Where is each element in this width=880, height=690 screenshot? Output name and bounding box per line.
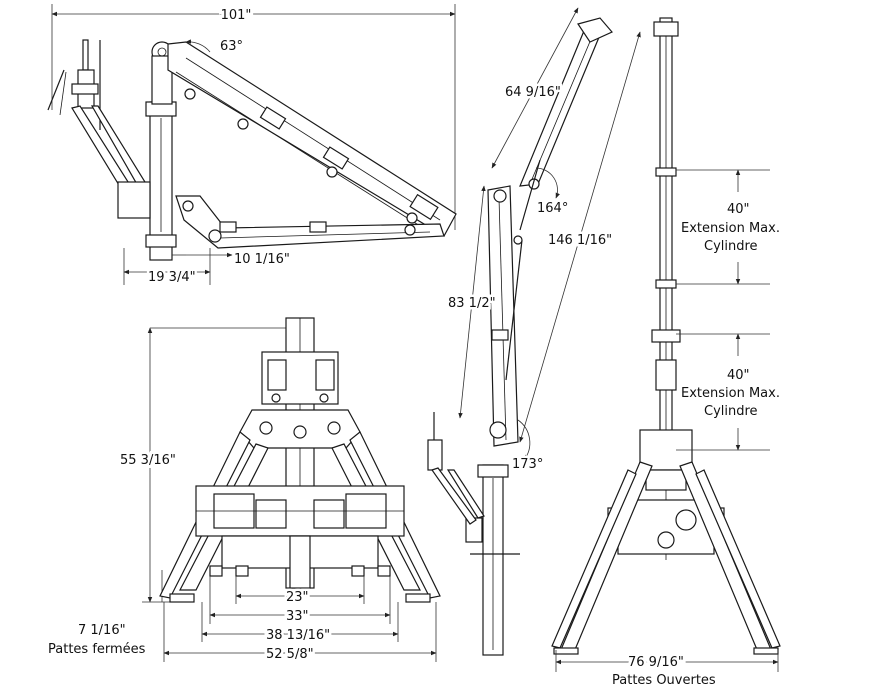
ext-boom-length-label: 83 1/2" xyxy=(448,296,496,311)
side-main-boom xyxy=(167,41,457,237)
side-overall-width-label: 101" xyxy=(221,8,252,23)
ext-total-length-label: 146 1/16" xyxy=(548,233,612,248)
front-width-mid-label: 33" xyxy=(286,609,309,624)
cyl-ext-1-label: Extension Max. xyxy=(681,221,780,236)
cyl-ext-1-value: 40" xyxy=(727,202,750,217)
front-legs-closed-height-label: 7 1/16" xyxy=(78,623,126,638)
cyl-ext-2-value: 40" xyxy=(727,368,750,383)
front-width-outer-label: 38 13/16" xyxy=(266,628,330,643)
side-base-width-label: 19 3/4" xyxy=(148,270,196,285)
cyl-ext-1-label2: Cylindre xyxy=(704,239,758,254)
side-boom-angle-label: 63° xyxy=(220,39,243,54)
extended-view: 64 9/16" 164° 146 1/16" 83 1/2" 173° xyxy=(427,7,641,656)
front-width-inner-label: 23" xyxy=(286,590,309,605)
side-view: 101" xyxy=(47,4,457,288)
ext-jib-length-label: 64 9/16" xyxy=(505,85,561,100)
front-legs-closed-label: Pattes fermées xyxy=(48,642,146,657)
ext-jib-angle-label: 164° xyxy=(537,201,568,216)
front-width-overall-label: 52 5/8" xyxy=(266,647,314,662)
legs-open-label: Pattes Ouvertes xyxy=(612,673,716,688)
side-base-offset-label: 10 1/16" xyxy=(234,252,290,267)
legs-open-width-label: 76 9/16" xyxy=(628,655,684,670)
cyl-ext-2-label: Extension Max. xyxy=(681,386,780,401)
side-mast xyxy=(117,101,177,261)
side-tool-attachment xyxy=(47,39,101,130)
cyl-ext-2-label2: Cylindre xyxy=(704,404,758,419)
front-view: 55 3/16" 7 1/16" Pattes fermées xyxy=(48,317,441,665)
front-height-label: 55 3/16" xyxy=(120,453,176,468)
ext-base-angle-label: 173° xyxy=(512,457,543,472)
side-extended-view: 40" Extension Max. Cylindre 40" Extensio… xyxy=(551,17,781,688)
